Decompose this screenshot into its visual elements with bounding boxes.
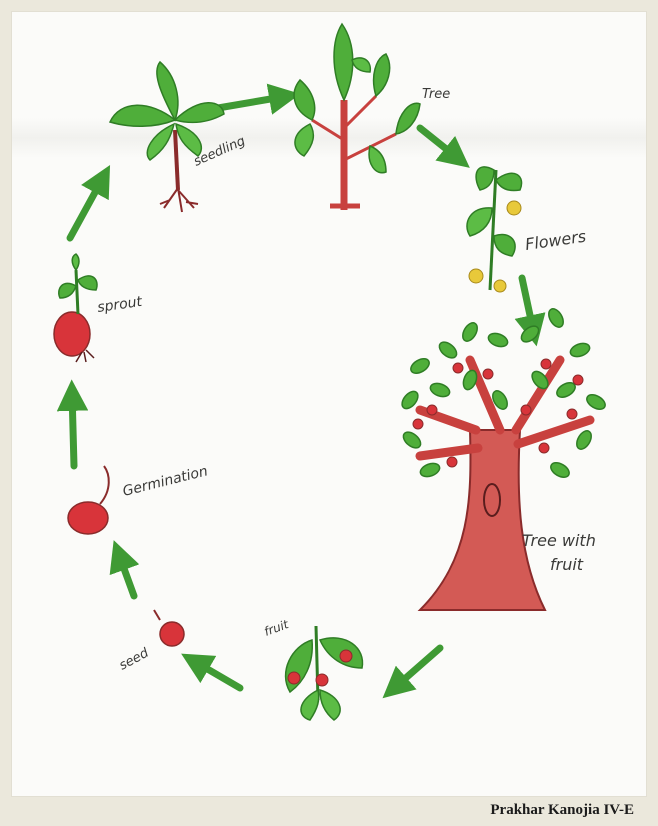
label-seedling: seedling <box>192 134 248 170</box>
arrow-seed-to-germination <box>118 552 134 596</box>
label-tree-with-fruit-line1: Tree with <box>522 531 596 550</box>
arrow-sprout-to-seedling <box>70 176 104 238</box>
sprout-drawing <box>54 254 97 362</box>
label-sprout: sprout <box>96 294 143 316</box>
seedling-drawing <box>110 62 224 212</box>
label-fruit: fruit <box>262 617 291 639</box>
arrow-fruit-to-seed <box>192 660 240 688</box>
arrow-germination-to-sprout <box>72 392 74 466</box>
label-tree: Tree <box>422 87 450 102</box>
arrow-tree-to-flowers <box>420 128 460 160</box>
seed-drawing <box>154 610 184 646</box>
germination-drawing <box>68 466 109 534</box>
artist-credit: Prakhar Kanojia IV-E <box>490 802 634 819</box>
label-tree-with-fruit-line2: fruit <box>550 555 584 574</box>
label-seed: seed <box>117 645 152 673</box>
arrow-fruit-tree-to-fruit <box>392 648 440 690</box>
young-tree-drawing <box>294 24 420 210</box>
arrow-seedling-to-tree <box>218 96 288 108</box>
label-germination: Germination <box>121 463 209 500</box>
flowering-branch-drawing <box>467 167 522 292</box>
label-flowers: Flowers <box>524 227 587 254</box>
fruit-branch-drawing <box>286 626 363 720</box>
